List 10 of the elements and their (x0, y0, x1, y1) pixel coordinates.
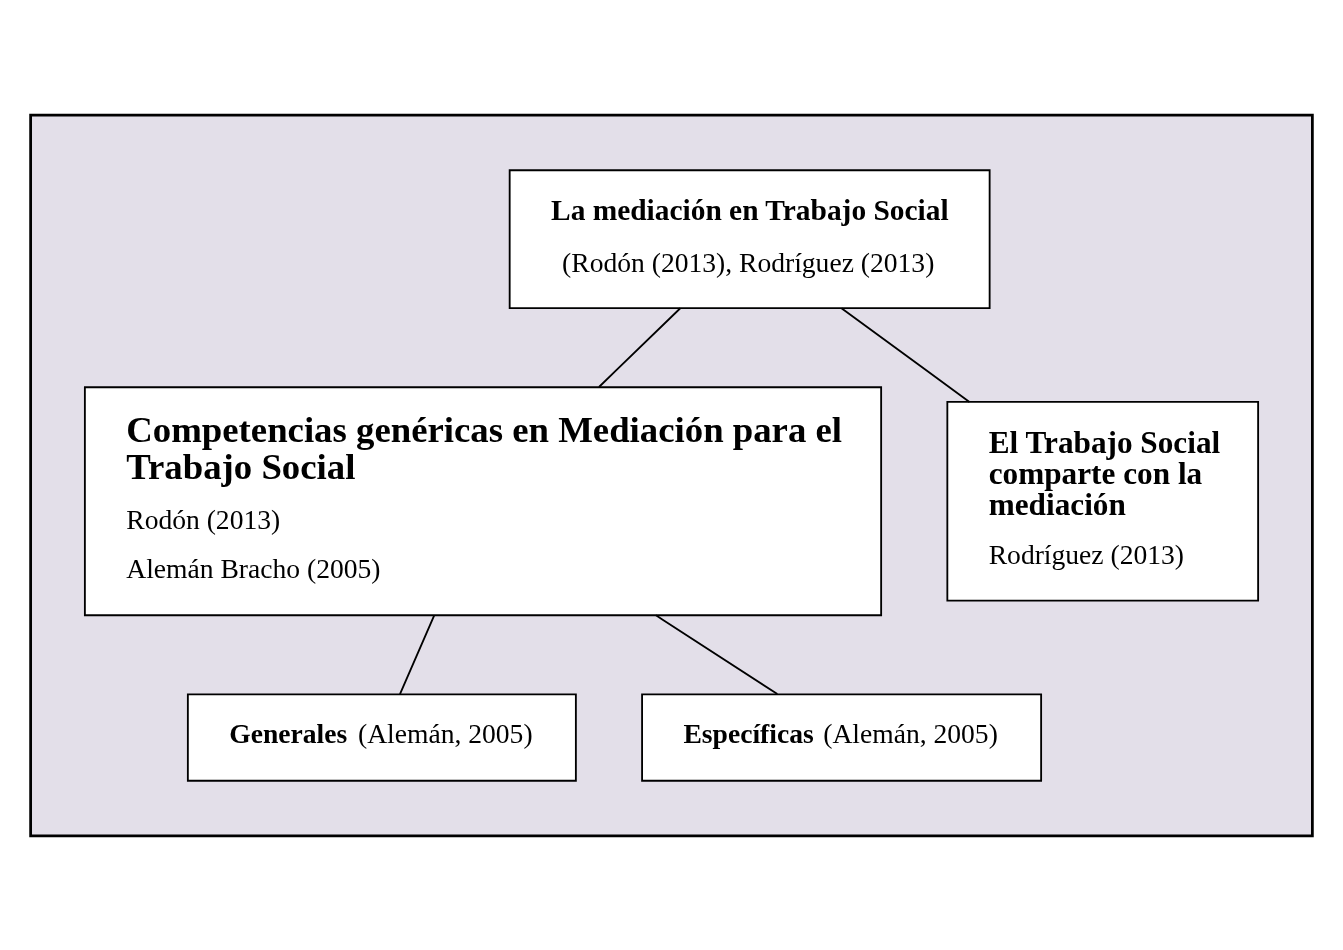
node-box: El Trabajo Social comparte con la mediación Rodríguez (2013) (946, 400, 1260, 601)
node-box: La mediación en Trabajo Social (Rodón (2013), Rodríguez (2013) (508, 168, 991, 309)
node-box: Específicas (Alemán, 2005) (641, 692, 1043, 782)
connector (598, 306, 682, 388)
cluster (29, 113, 1314, 837)
connector (655, 613, 779, 695)
node-box: Competencias genéricas en Mediación para el Trabajo Social Rodón (2013) Alemán Bracho (2005) (83, 385, 883, 616)
connector (399, 613, 436, 695)
connector (840, 306, 971, 403)
node-box: Generales (Alemán, 2005) (186, 692, 577, 782)
